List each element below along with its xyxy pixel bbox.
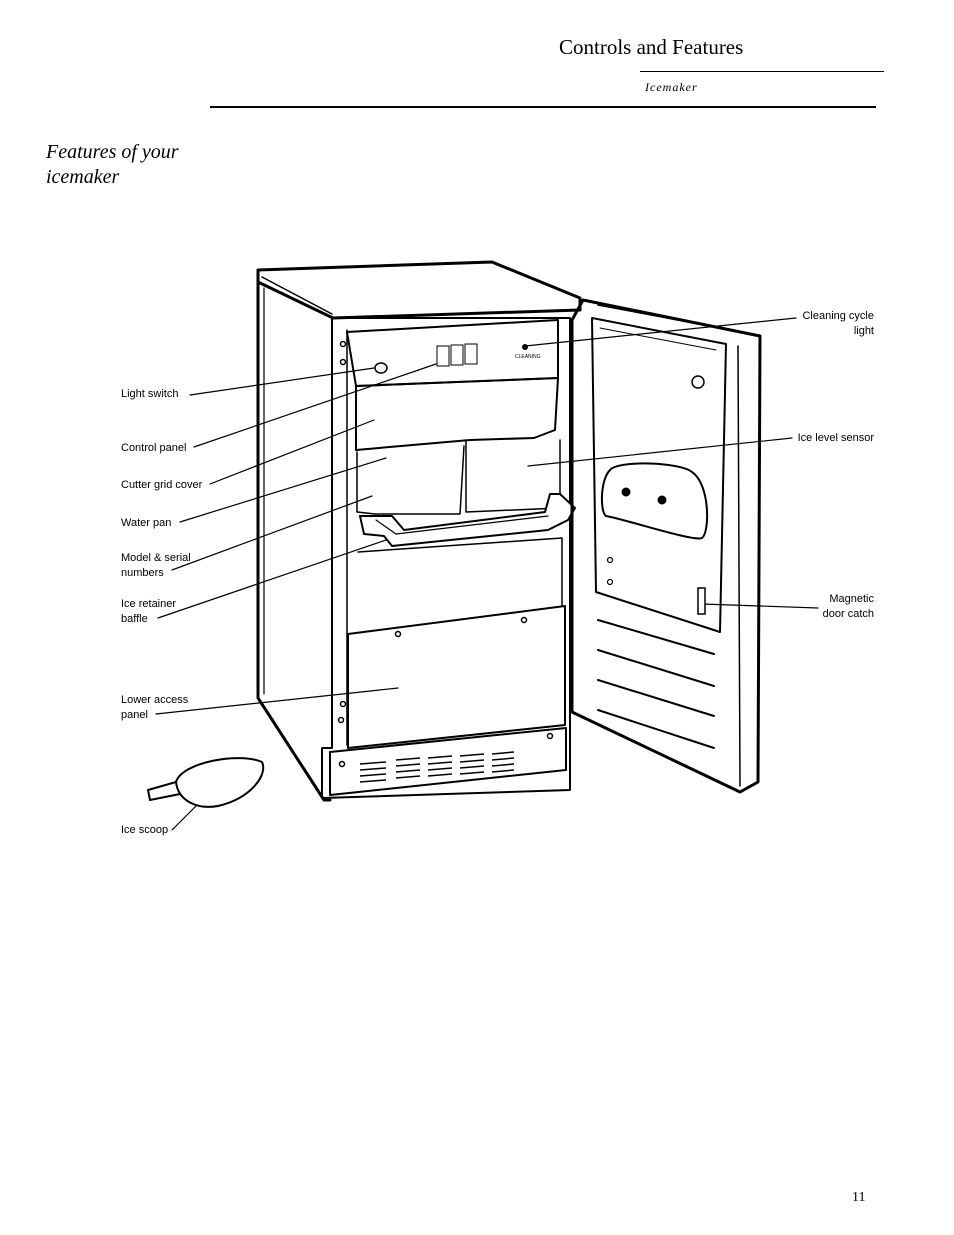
ice-scoop-handle — [147, 781, 181, 801]
light-switch-knob — [374, 362, 388, 374]
door-inner-liner — [591, 317, 727, 633]
section-title-line1: Features of your — [46, 141, 179, 163]
leader-cutter-grid — [209, 419, 375, 485]
header-title: Controls and Features — [559, 35, 744, 59]
label-lower-access: Lower access panel — [121, 693, 188, 723]
label-control-panel: Control panel — [121, 442, 187, 454]
door-top-trim — [597, 304, 759, 336]
label-model-serial-line1: Model & serial — [121, 552, 191, 564]
label-water-pan: Water pan — [121, 517, 172, 529]
door-shelf-2 — [597, 649, 715, 687]
door-dot — [606, 556, 614, 564]
control-button — [436, 345, 450, 367]
label-ice-retainer-line1: Ice retainer — [121, 598, 177, 610]
screw — [339, 358, 347, 366]
header-rule — [640, 71, 884, 72]
page-number: 11 — [852, 1190, 866, 1205]
label-magnetic-catch: Magnetic door catch — [823, 592, 874, 622]
door-pad-screw — [621, 487, 631, 497]
door-pad-screw — [657, 495, 667, 505]
cabinet-top-inner — [261, 276, 333, 315]
door-inner-liner2 — [599, 327, 717, 351]
leader-water-pan — [179, 457, 387, 523]
label-cleaning-cycle-line2: light — [853, 325, 874, 337]
ice-scoop — [175, 757, 265, 808]
cleaning-light-dot — [522, 344, 528, 350]
leader-control-panel — [193, 363, 437, 448]
screw — [546, 732, 554, 740]
label-light-switch: Light switch — [121, 388, 179, 400]
lower-storage — [357, 537, 563, 607]
door-shelf-1 — [597, 619, 715, 655]
cavity-right — [465, 439, 561, 513]
screw — [339, 700, 347, 708]
label-ice-level-sensor: Ice level sensor — [797, 432, 874, 444]
leader-ice-retainer — [157, 539, 387, 619]
label-ice-retainer: Ice retainer baffle — [121, 597, 176, 627]
water-pan — [359, 493, 576, 547]
screw — [337, 716, 345, 724]
main-rule — [210, 106, 876, 108]
label-lower-access-line2: panel — [121, 709, 148, 721]
leader-magnetic-catch — [701, 603, 819, 609]
control-button — [450, 344, 464, 366]
lower-access-panel — [347, 605, 566, 749]
screw — [339, 340, 347, 348]
cutter-grid-cover — [355, 377, 559, 451]
cabinet-left-side — [256, 280, 332, 802]
label-magnetic-catch-line1: Magnetic — [829, 593, 874, 605]
label-ice-scoop: Ice scoop — [121, 824, 169, 836]
door-right-edge — [737, 345, 741, 787]
label-cleaning-cycle: Cleaning cycle light — [802, 309, 874, 339]
leader-ice-level — [527, 437, 793, 467]
label-cutter-grid-cover: Cutter grid cover — [121, 479, 203, 491]
label-model-serial-line2: numbers — [121, 567, 164, 579]
door-shelf-3 — [597, 679, 715, 717]
control-button — [464, 343, 478, 365]
label-model-serial: Model & serial numbers — [121, 551, 191, 581]
front-frame — [321, 317, 571, 799]
door-power-symbol — [691, 375, 705, 389]
label-lower-access-line1: Lower access — [121, 694, 189, 706]
grille — [329, 727, 567, 796]
water-pan-inner — [375, 515, 549, 535]
leader-light-switch — [189, 367, 375, 396]
screw — [338, 760, 346, 768]
cavity-left — [356, 445, 465, 515]
leader-lower-access — [155, 687, 399, 715]
cleaning-panel-text: CLEANING — [515, 354, 541, 360]
door-handle-pad — [600, 462, 709, 540]
screw — [520, 616, 528, 624]
leader-model-serial — [171, 495, 373, 571]
header-subtitle: Icemaker — [645, 80, 698, 94]
screw — [394, 630, 402, 638]
label-magnetic-catch-line2: door catch — [822, 608, 874, 620]
section-title-line2: icemaker — [46, 166, 120, 188]
leader-ice-scoop — [171, 805, 197, 831]
magnetic-catch — [697, 587, 706, 615]
label-ice-retainer-line2: baffle — [121, 613, 148, 625]
label-cleaning-cycle-line1: Cleaning cycle — [802, 310, 874, 322]
door-dot — [606, 578, 614, 586]
section-title: Features of your icemaker — [46, 140, 179, 190]
door-outer — [570, 298, 762, 794]
leader-cleaning-light — [524, 317, 797, 347]
cabinet-top — [256, 260, 582, 320]
door-shelf-4 — [597, 709, 715, 749]
